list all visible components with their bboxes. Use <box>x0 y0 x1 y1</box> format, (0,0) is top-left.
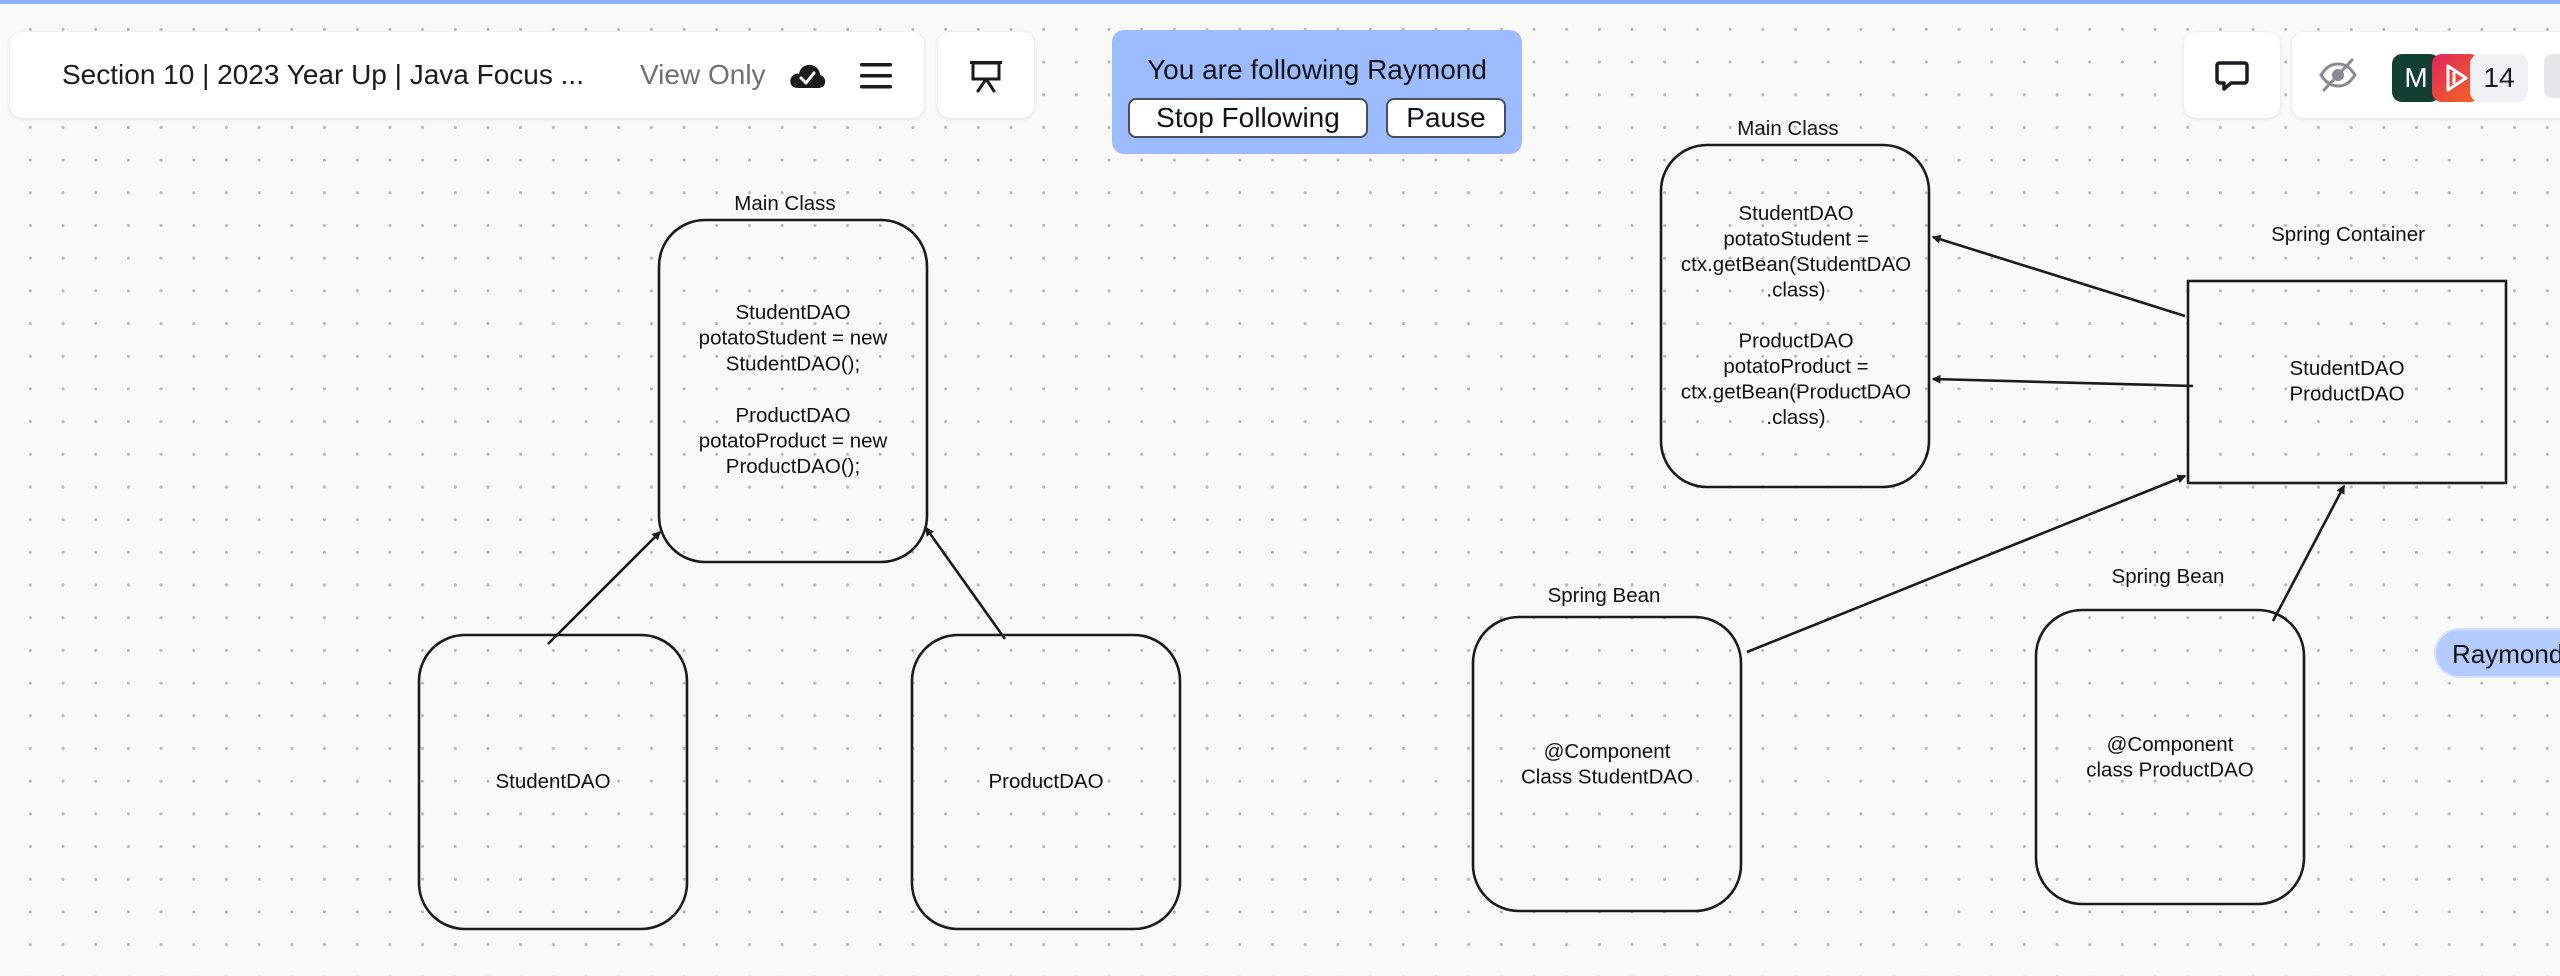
comments-button[interactable] <box>2184 32 2280 118</box>
diagram-text-line: .class) <box>1766 279 1825 302</box>
main-class-label-left: Main Class <box>734 192 835 215</box>
diagram-text-line: ProductDAO <box>1738 330 1853 353</box>
spring-bean-label-1: Spring Bean <box>1548 584 1661 607</box>
main-class-label-right: Main Class <box>1737 117 1838 140</box>
diagram-text-line: StudentDAO <box>1738 202 1853 225</box>
main-class-box-left[interactable] <box>657 218 929 564</box>
spring-bean-box-productdao[interactable] <box>2034 608 2306 906</box>
spring-bean-text-productdao: @Component class ProductDAO <box>2086 733 2253 782</box>
diagram-text-line: potatoStudent = <box>1723 228 1868 251</box>
collaborator-count-badge[interactable]: 14 <box>2470 54 2528 102</box>
following-banner: You are following Raymond Stop Following… <box>1112 30 1522 154</box>
stop-following-button[interactable]: Stop Following <box>1128 98 1368 138</box>
arrow-container-to-main-studentdao[interactable] <box>1931 234 2186 318</box>
diagram-text-line: ProductDAO(); <box>726 455 860 478</box>
follow-mode-border <box>0 0 2560 4</box>
diagram-text-line: ProductDAO <box>735 404 850 427</box>
collaborators-panel: M 14 <box>2292 32 2560 118</box>
productdao-label-left: ProductDAO <box>988 770 1103 793</box>
main-class-text-right: StudentDAO potatoStudent =ctx.getBean(Stu… <box>1681 202 1911 429</box>
diagram-text-line: StudentDAO(); <box>726 352 860 375</box>
arrow-studentdao-to-main[interactable] <box>547 530 662 645</box>
cloud-check-icon[interactable] <box>788 60 826 92</box>
diagram-text-line: .class) <box>1766 406 1825 429</box>
spring-container-label: Spring Container <box>2271 223 2425 246</box>
diagram-text-line: ctx.getBean(ProductDAO <box>1681 381 1911 404</box>
following-eye-icon[interactable] <box>2318 56 2358 94</box>
studentdao-box-left[interactable] <box>417 633 689 931</box>
productdao-box-left[interactable] <box>910 633 1182 931</box>
presentation-icon <box>968 59 1004 93</box>
diagram-text-line: Class StudentDAO <box>1521 766 1693 789</box>
diagram-text-line: class ProductDAO <box>2086 759 2253 782</box>
diagram-text-line: StudentDAO <box>735 301 850 324</box>
diagram-text-line: potatoProduct = <box>1723 355 1868 378</box>
spring-container-box[interactable] <box>2186 279 2508 485</box>
arrow-bean-studentdao-to-container[interactable] <box>1746 474 2187 654</box>
diagram-text-line: ProductDAO <box>2289 383 2404 406</box>
pause-button[interactable]: Pause <box>1386 98 1506 138</box>
comment-icon <box>2214 58 2250 94</box>
spring-bean-box-studentdao[interactable] <box>1471 615 1743 913</box>
present-button[interactable] <box>938 32 1034 118</box>
spring-container-text: StudentDAO ProductDAO <box>2289 357 2404 406</box>
arrow-container-to-main-productdao[interactable] <box>1931 374 2194 388</box>
cursor-name-label: Raymond <box>2452 639 2560 669</box>
diagram-text-line: @Component <box>2107 733 2234 756</box>
diagram-text-line: potatoStudent = new <box>699 327 888 350</box>
diagram-text-line: ctx.getBean(StudentDAO <box>1681 253 1911 276</box>
arrow-productdao-to-main[interactable] <box>924 526 1007 640</box>
main-class-box-right[interactable] <box>1659 143 1931 489</box>
view-only-label: View Only <box>640 59 766 90</box>
raymond-cursor-flag: Raymond <box>2436 630 2560 676</box>
following-message: You are following Raymond <box>1147 54 1487 85</box>
diagram-text-line: potatoProduct = new <box>699 430 888 453</box>
diagram-text-line: StudentDAO <box>2289 357 2404 380</box>
hamburger-menu-icon[interactable] <box>858 60 894 92</box>
title-toolbar: Section 10 | 2023 Year Up | Java Focus .… <box>10 32 924 118</box>
diagram-text-line: @Component <box>1544 740 1671 763</box>
spring-bean-label-2: Spring Bean <box>2112 565 2225 588</box>
arrow-bean-productdao-to-container[interactable] <box>2271 484 2346 622</box>
share-button-edge[interactable] <box>2544 54 2560 98</box>
studentdao-label-left: StudentDAO <box>495 770 610 793</box>
document-title[interactable]: Section 10 | 2023 Year Up | Java Focus .… <box>62 59 584 90</box>
